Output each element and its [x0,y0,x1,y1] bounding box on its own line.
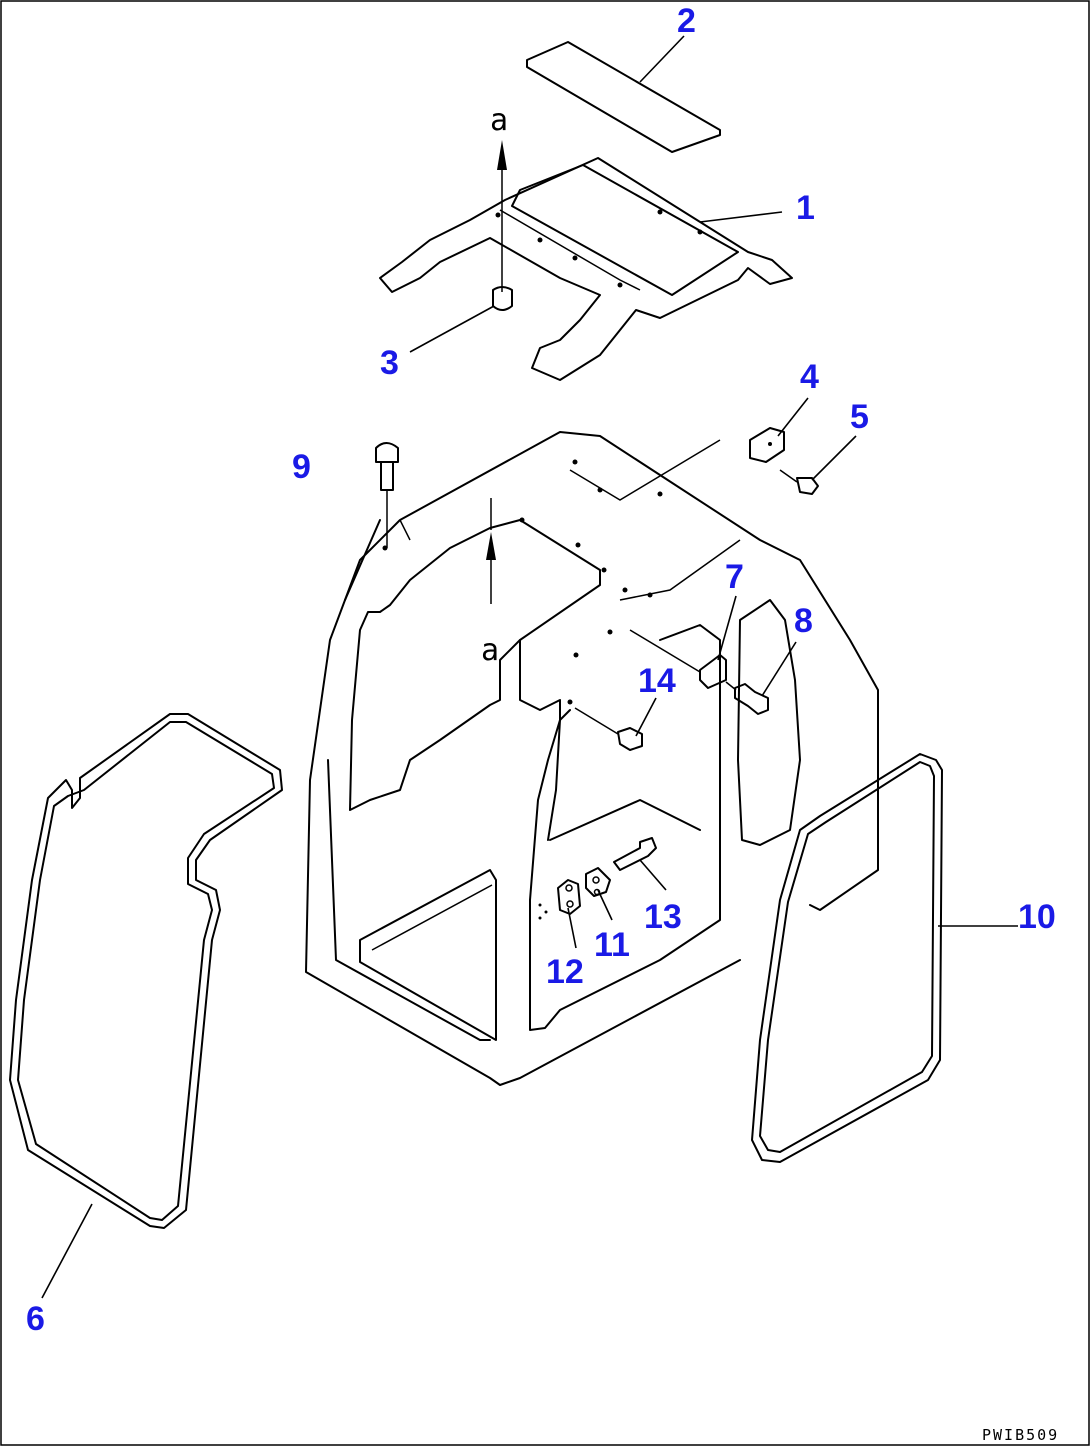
callout-4[interactable]: 4 [800,358,819,396]
part-cab-bolt[interactable] [375,442,399,548]
cab-body [305,431,879,1086]
part-roof-bolt[interactable] [492,140,513,311]
callout-6[interactable]: 6 [26,1300,45,1338]
reference-arrow-cab [486,498,496,604]
part-bracket[interactable] [749,427,785,463]
callout-10[interactable]: 10 [1018,898,1056,936]
callout-1[interactable]: 1 [796,189,815,227]
callout-2[interactable]: 2 [677,2,696,40]
part-roof-mat[interactable] [526,41,721,153]
callout-3[interactable]: 3 [380,344,399,382]
callout-8[interactable]: 8 [794,602,813,640]
callout-9[interactable]: 9 [292,448,311,486]
callout-7[interactable]: 7 [725,558,744,596]
part-screw[interactable] [779,469,819,495]
part-roof-frame[interactable] [379,157,793,381]
callout-12[interactable]: 12 [546,953,584,991]
part-window-seal-left[interactable] [9,713,283,1229]
part-plate-12[interactable] [557,879,581,915]
part-window-seal-right[interactable] [751,753,943,1163]
leader-lines [41,35,1018,1299]
reference-mark-top: a [490,103,508,138]
part-stopper[interactable] [574,707,643,751]
callout-13[interactable]: 13 [644,898,682,936]
callout-11[interactable]: 11 [594,926,630,964]
callout-5[interactable]: 5 [850,398,869,436]
drawing-code: PWIB509 [982,1426,1059,1444]
part-latch-bolt[interactable] [725,681,769,715]
catch-mount-dots [538,903,548,920]
part-bolt-13[interactable] [613,837,657,871]
callout-14[interactable]: 14 [638,662,676,700]
reference-mark-bottom: a [481,633,499,668]
callout-labels: 1 2 3 4 5 6 7 8 9 10 11 12 13 14 [26,2,1056,1338]
